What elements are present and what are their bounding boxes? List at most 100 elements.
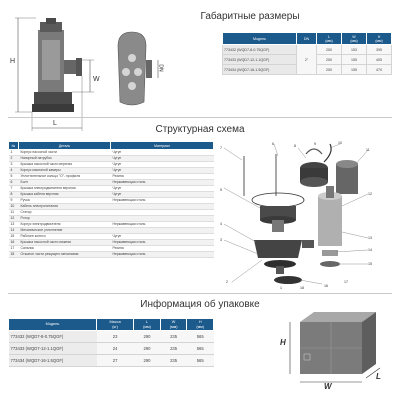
callout-17: 17 <box>344 280 348 284</box>
box-w-label: W <box>324 382 332 391</box>
h-dimension-label: H <box>10 58 16 65</box>
callout-11: 11 <box>366 148 370 152</box>
part-number-cell: 7 <box>8 185 19 192</box>
part-material-cell: Нержавеющая сталь <box>110 251 214 258</box>
callout-2: 2 <box>226 280 228 284</box>
column-header: Материал <box>110 141 214 150</box>
w-cell: 235 <box>160 330 187 343</box>
model-cell: 773433 (WQD7-12-1.1QGF) <box>222 54 297 65</box>
mass-cell: 27 <box>96 354 134 367</box>
part-number-cell: 12 <box>8 215 19 222</box>
part-number-cell: 11 <box>8 209 19 216</box>
part-number-cell: 13 <box>8 221 19 228</box>
part-number-cell: 9 <box>8 197 19 204</box>
model-cell: 773432 (WQD7-8-0.75QGF) <box>222 44 297 55</box>
part-name-cell: Кабель электропитания <box>18 203 111 210</box>
part-number-cell: 8 <box>8 191 19 198</box>
part-name-cell: Крышка насосной части нижняя <box>18 239 111 246</box>
part-material-cell: Резина <box>110 245 214 252</box>
callout-1: 1 <box>280 286 282 290</box>
part-name-cell: Корпус электродвигателя <box>18 221 111 228</box>
part-name-cell: Крышка кабеля верхняя <box>18 191 111 198</box>
mass-cell: 24 <box>96 342 134 355</box>
part-material-cell: Чугун <box>110 167 214 174</box>
part-material-cell: Чугун <box>110 233 214 240</box>
model-cell: 773434 (WQD7-16-1.5QGF) <box>8 354 97 367</box>
part-number-cell: 18 <box>8 251 19 258</box>
part-material-cell: Чугун <box>110 185 214 192</box>
l-cell: 290 <box>133 354 161 367</box>
l-cell: 290 <box>133 342 161 355</box>
h-cell: 565 <box>186 354 214 367</box>
l-cell: 250 <box>316 64 342 75</box>
callout-14: 14 <box>368 248 372 252</box>
dimensions-title: Габаритные размеры <box>200 11 300 22</box>
callout-9: 9 <box>314 142 316 146</box>
l-dimension-label: L <box>53 120 57 127</box>
model-cell: 773432 (WQD7-8-0.75QGF) <box>8 330 97 343</box>
part-name-cell: Корпус насосной части <box>18 149 111 156</box>
part-name-cell: Крышка насосной части верхняя <box>18 161 111 168</box>
table-row: 773433 (WQD7-12-1.1QGF) 250 155 405 <box>222 54 392 65</box>
callout-3: 3 <box>220 238 222 242</box>
w-cell: 153 <box>341 44 367 55</box>
l-cell: 250 <box>316 54 342 65</box>
callout-6: 6 <box>272 142 274 146</box>
pump-exploded-view <box>223 143 369 285</box>
h-cell: 405 <box>366 54 392 65</box>
dn-dimension-label: DN <box>157 64 164 72</box>
column-header: H(мм) <box>366 32 392 45</box>
part-name-cell: Сальник <box>18 245 111 252</box>
h-cell: 565 <box>186 330 214 343</box>
part-name-cell: Крышка электродвигателя верхняя <box>18 185 111 192</box>
part-name-cell: Болт <box>18 179 111 186</box>
column-header: H(мм) <box>186 318 214 331</box>
column-header: Деталь <box>18 141 111 150</box>
part-name-cell: Рабочее колесо <box>18 233 111 240</box>
column-header: L(мм) <box>316 32 342 45</box>
part-material-cell: Чугун <box>110 161 214 168</box>
part-material-cell: Чугун <box>110 191 214 198</box>
part-number-cell: 1 <box>8 149 19 156</box>
callout-16: 16 <box>324 284 328 288</box>
column-header: W(мм) <box>159 318 188 331</box>
model-cell: 773434 (WQD7-16-1.5QGF) <box>222 64 297 75</box>
part-material-cell <box>110 227 214 234</box>
part-number-cell: 17 <box>8 245 19 252</box>
part-material-cell <box>110 215 214 222</box>
l-cell: 290 <box>133 330 161 343</box>
callout-7: 7 <box>220 146 222 150</box>
w-cell: 235 <box>160 342 187 355</box>
h-cell: 565 <box>186 342 214 355</box>
part-name-cell: Корпус масляной камеры <box>18 167 111 174</box>
table-row: 773432 (WQD7-8-0.75QGF) 23 290 235 565 <box>8 330 214 343</box>
dimensions-table: Модель DN L(мм) W(мм) H(мм) 773432 (WQD7… <box>222 32 392 75</box>
part-material-cell: Чугун <box>110 149 214 156</box>
column-header: DN <box>296 32 317 45</box>
w-cell: 155 <box>341 54 367 65</box>
column-header: Модель <box>8 318 97 331</box>
column-header: W(мм) <box>341 32 367 45</box>
column-header: L(мм) <box>133 318 161 331</box>
mass-cell: 23 <box>96 330 134 343</box>
callout-8: 8 <box>294 144 296 148</box>
part-number-cell: 4 <box>8 167 19 174</box>
part-name-cell: Напорный патрубок <box>18 155 111 162</box>
part-number-cell: 6 <box>8 179 19 186</box>
part-number-cell: 2 <box>8 155 19 162</box>
package-box-drawing <box>289 312 381 383</box>
callout-5: 5 <box>220 188 222 192</box>
column-header: Масса(кг) <box>95 318 135 331</box>
